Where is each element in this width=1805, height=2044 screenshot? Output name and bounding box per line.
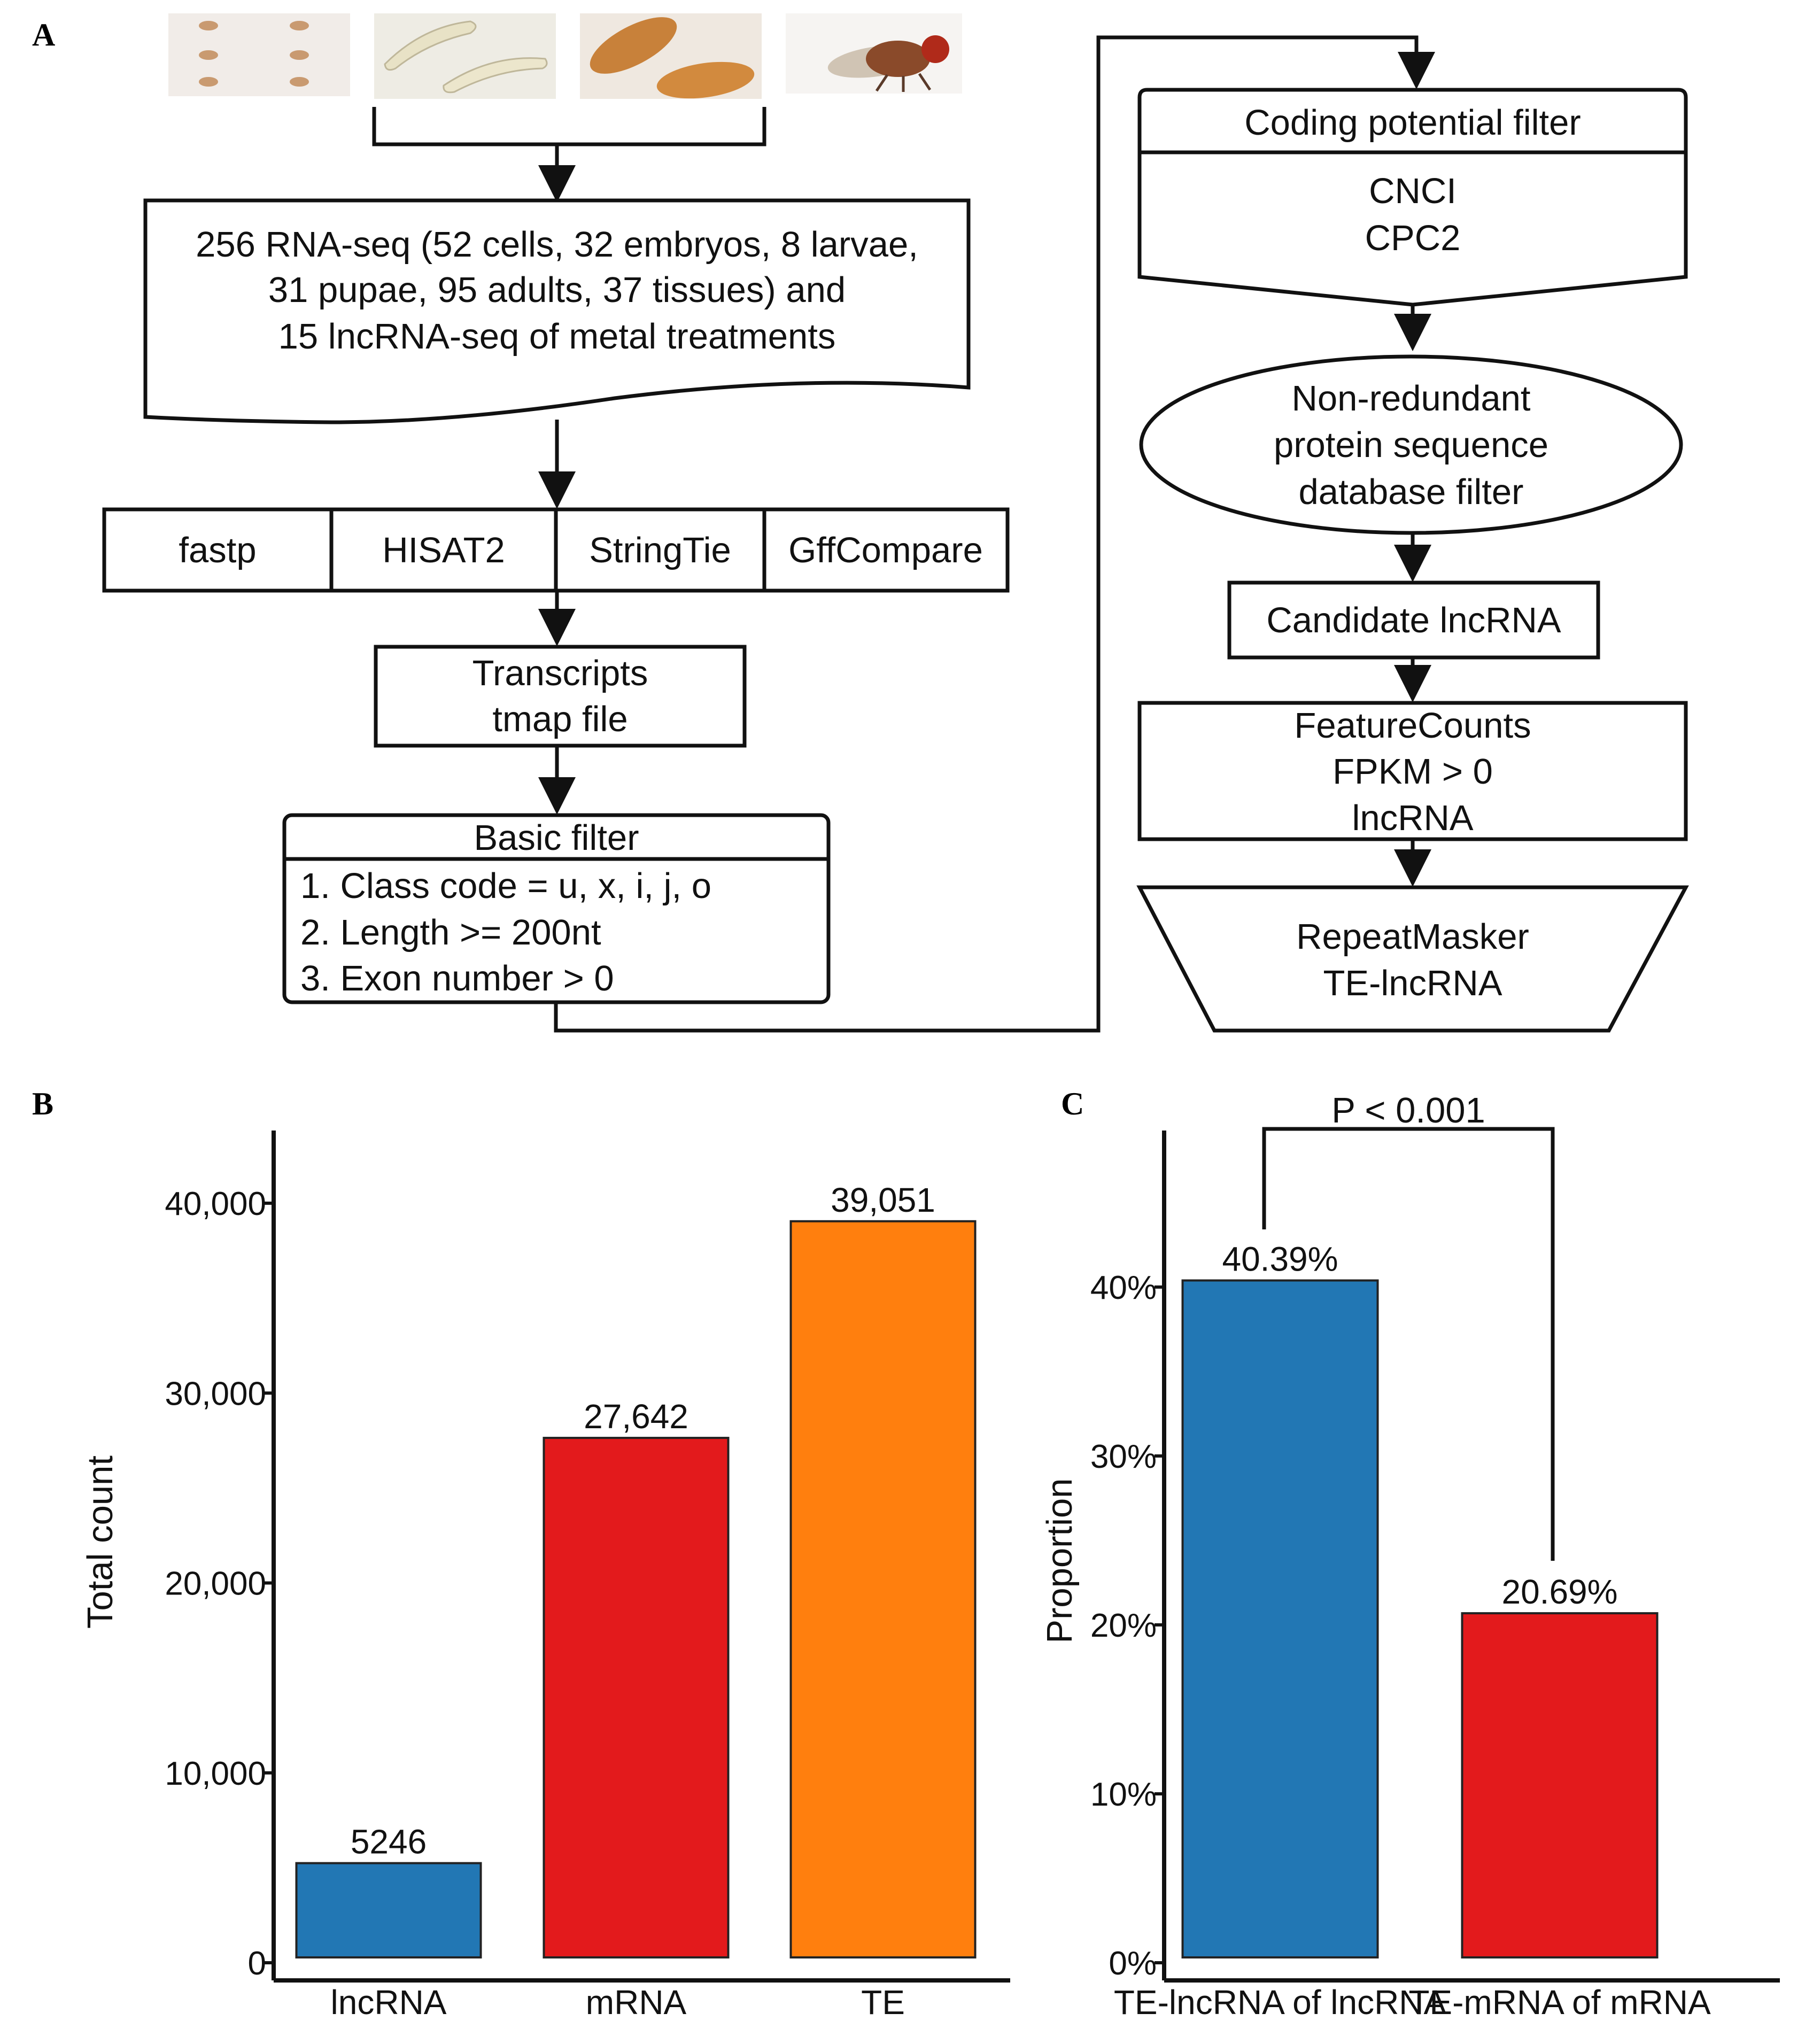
transcripts-line-1: Transcripts [472,653,648,693]
transcripts-line-2: tmap file [492,699,628,739]
connector-to-coding-filter [554,35,1435,1033]
featurecounts-line-2: FPKM > 0 [1333,752,1493,792]
nr-filter-line-1: Non-redundant [1292,378,1531,419]
panel-label-a: A [32,17,55,52]
chart-proportion: 0% 10% 20% 30% 40% 40.39% TE-lncRNA of lncRNA… [1040,1090,1780,2022]
basic-filter-item-3: 3. Exon number > 0 [300,958,614,998]
coding-filter-title: Coding potential filter [1244,103,1581,143]
chart-total-count: 0 10,000 20,000 30,000 40,000 5246 lncRNA 27,6… [80,1131,1010,2022]
basic-filter-title: Basic filter [474,818,639,858]
chart-b-value-label-2: 39,051 [831,1181,935,1219]
basic-filter-item-1: 1. Class code = u, x, i, j, o [300,866,711,906]
rnaseq-input-box [143,198,971,424]
chart-c-category-label-1: TE-mRNA of mRNA [1408,1983,1711,2022]
tool-fastp: fastp [179,530,256,570]
coding-filter-cpc2: CPC2 [1365,218,1461,258]
chart-c-value-label-1: 20.69% [1501,1573,1617,1611]
chart-c-bar-1 [1461,1612,1659,1959]
coding-filter-cnci: CNCI [1369,171,1457,211]
chart-c-ytick-label: 0% [1109,1945,1157,1982]
chart-c-value-label-0: 40.39% [1222,1240,1338,1279]
candidate-label: Candidate lncRNA [1266,600,1561,640]
tool-gffcompare: GffCompare [788,530,983,570]
rnaseq-line-2: 31 pupae, 95 adults, 37 tissues) and [268,270,846,310]
chart-b-bar-2 [789,1220,977,1958]
significance-label: P < 0.001 [1331,1090,1485,1131]
chart-b-category-label-1: mRNA [586,1983,687,2022]
transcripts-box [374,645,747,748]
repeatmasker-line-2: TE-lncRNA [1323,963,1502,1003]
chart-b-ylabel: Total count [80,1455,120,1629]
nr-filter-line-3: database filter [1299,472,1524,512]
chart-b-bar-1 [543,1437,730,1958]
chart-b-value-label-1: 27,642 [584,1397,688,1436]
pupa-photo [580,13,762,99]
chart-b-bar-0 [295,1862,482,1958]
photos-bracket [372,107,766,146]
chart-c-ytick-label: 40% [1090,1269,1157,1306]
chart-c-ytick-label: 30% [1090,1438,1157,1475]
chart-b-category-label-2: TE [861,1983,905,2022]
rnaseq-line-3: 15 lncRNA-seq of metal treatments [278,316,836,357]
rnaseq-line-1: 256 RNA-seq (52 cells, 32 embryos, 8 lar… [196,224,918,265]
significance-bracket [1262,1127,1555,1561]
chart-b-category-label-0: lncRNA [331,1983,447,2022]
repeatmasker-box [1136,885,1689,1033]
tools-row: fastp HISAT2 StringTie GffCompare [102,507,1010,593]
featurecounts-line-3: lncRNA [1352,798,1473,838]
chart-c-bar-0 [1181,1279,1379,1959]
featurecounts-line-1: FeatureCounts [1294,706,1531,746]
chart-b-ytick-label: 30,000 [165,1375,266,1412]
coding-filter-box [1137,88,1688,307]
embryo-photo [168,13,350,96]
chart-b-ytick-label: 40,000 [165,1186,266,1222]
panel-label-b: B [32,1086,53,1121]
chart-c-category-label-0: TE-lncRNA of lncRNA [1114,1983,1447,2022]
chart-b-ytick-label: 10,000 [165,1755,266,1792]
tool-hisat2: HISAT2 [382,530,505,570]
basic-filter-item-2: 2. Length >= 200nt [300,912,601,953]
larva-photo [374,13,556,99]
chart-c-ytick-label: 10% [1090,1776,1157,1813]
chart-c-ylabel: Proportion [1040,1478,1080,1643]
chart-b-ytick-label: 20,000 [165,1566,266,1602]
repeatmasker-line-1: RepeatMasker [1296,917,1529,957]
chart-c-ytick-label: 20% [1090,1607,1157,1644]
nr-filter-line-2: protein sequence [1274,425,1548,465]
panel-label-c: C [1061,1086,1084,1121]
adult-fly-photo [786,13,962,94]
tool-stringtie: StringTie [589,530,731,570]
chart-b-ytick-label: 0 [248,1945,266,1982]
chart-b-value-label-0: 5246 [351,1823,427,1861]
